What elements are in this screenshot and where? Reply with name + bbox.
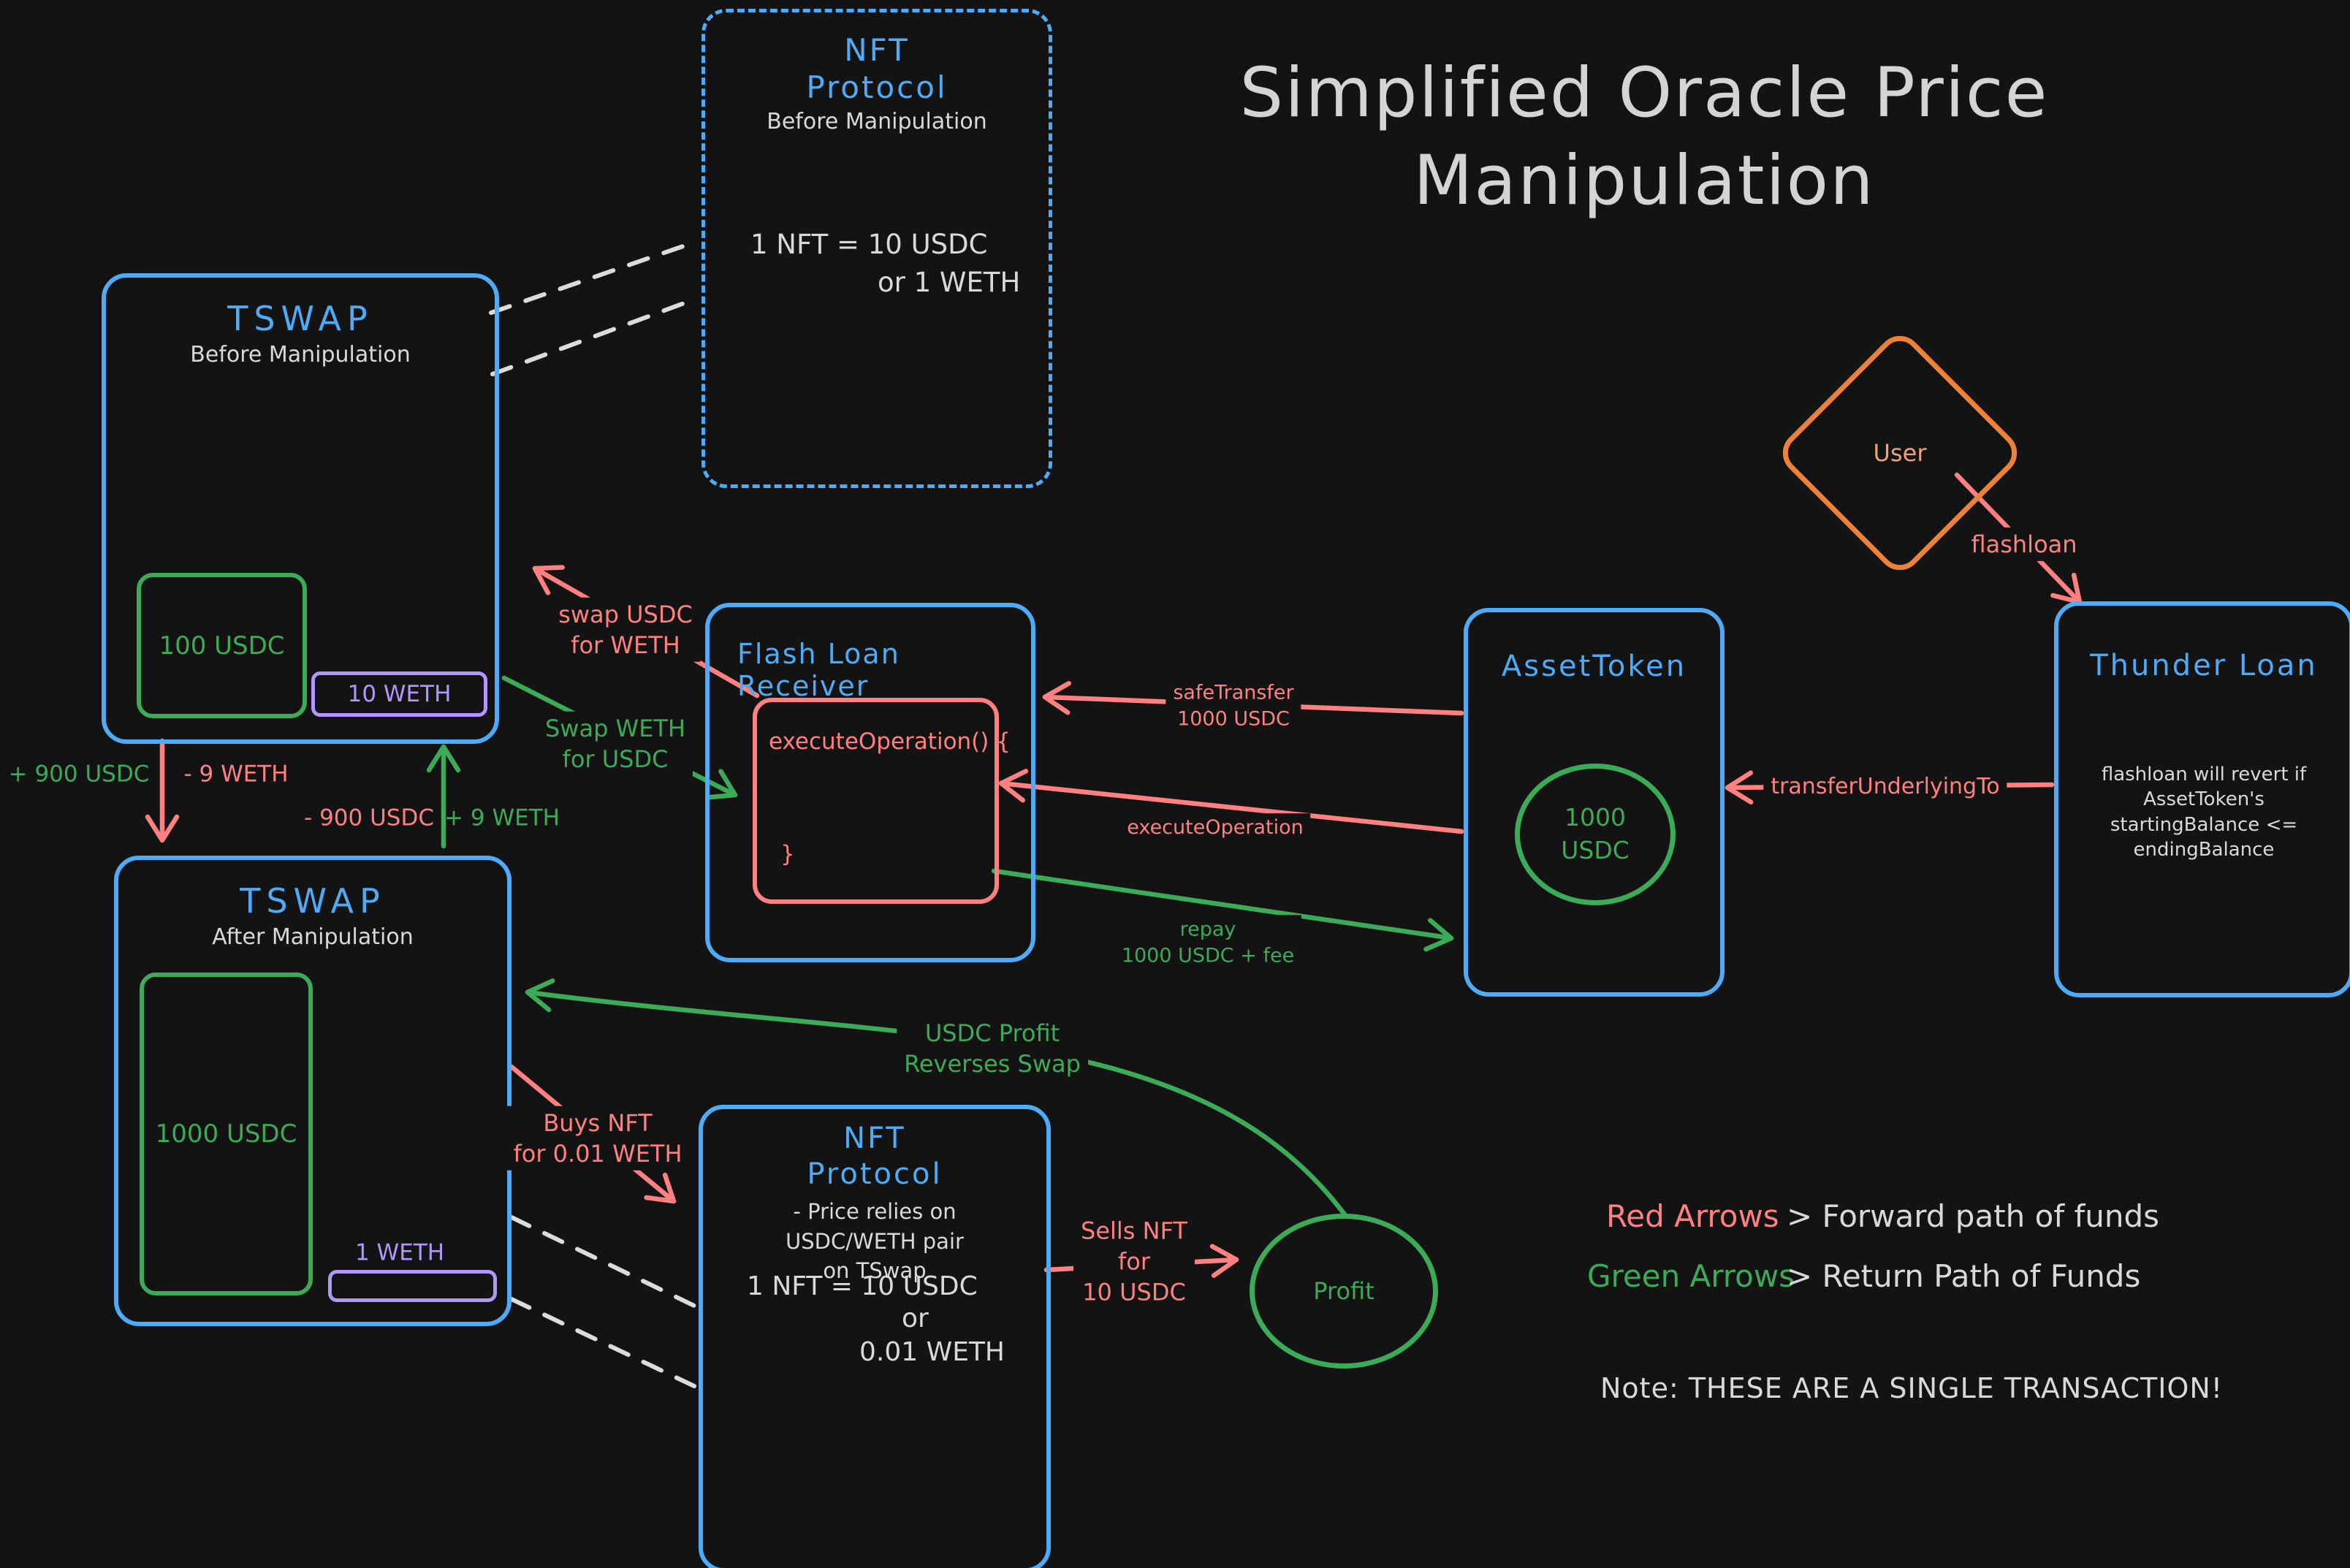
node-nft-protocol-bottom: NFT Protocol - Price relies on USDC/WETH… bbox=[699, 1105, 1051, 1568]
asset-token-title: AssetToken bbox=[1501, 650, 1687, 683]
user-label: User bbox=[1873, 439, 1927, 467]
nft-bottom-price-line1: 1 NFT = 10 USDC bbox=[747, 1271, 978, 1301]
label-swap-usdc-for-weth: swap USDC for WETH bbox=[551, 597, 700, 663]
label-flashloan: flashloan bbox=[1963, 527, 2085, 562]
thunder-loan-title: Thunder Loan bbox=[2090, 649, 2318, 682]
label-sells-nft: Sells NFT for 10 USDC bbox=[1073, 1214, 1195, 1310]
tswap-after-subtitle: After Manipulation bbox=[212, 924, 414, 950]
tswap-after-weth-reserve bbox=[328, 1270, 497, 1302]
node-asset-token: AssetToken 1000 USDC bbox=[1464, 608, 1725, 997]
asset-token-balance: 1000 USDC bbox=[1515, 764, 1676, 905]
legend-green-key: Green Arrows bbox=[1587, 1258, 1795, 1294]
nft-before-price-line2: or 1 WETH bbox=[878, 267, 1021, 298]
label-swap-weth-for-usdc: Swap WETH for USDC bbox=[537, 711, 693, 777]
dashed-link-nft-top-2 bbox=[490, 296, 700, 376]
execute-operation-code-open: executeOperation() { bbox=[769, 728, 1011, 755]
label-usdc-profit: USDC Profit Reverses Swap bbox=[897, 1016, 1088, 1081]
page-title: Simplified Oracle Price Manipulation bbox=[1239, 53, 2049, 221]
node-profit: Profit bbox=[1250, 1214, 1438, 1369]
label-minus-9-weth: - 9 WETH bbox=[183, 761, 289, 788]
tswap-after-title: TSWAP bbox=[240, 881, 386, 921]
legend-note: Note: THESE ARE A SINGLE TRANSACTION! bbox=[1600, 1372, 2224, 1404]
nft-protocol-before-title: NFT Protocol bbox=[806, 32, 948, 106]
nft-protocol-before-subtitle: Before Manipulation bbox=[767, 109, 987, 134]
label-safe-transfer: safeTransfer 1000 USDC bbox=[1166, 678, 1301, 734]
label-plus-9-weth: + 9 WETH bbox=[444, 804, 560, 831]
nft-before-price-line1: 1 NFT = 10 USDC bbox=[750, 229, 988, 260]
execute-operation-box: executeOperation() { } bbox=[753, 698, 1011, 904]
dashed-link-nft-bottom-2 bbox=[509, 1297, 698, 1389]
legend-green-desc: > Return Path of Funds bbox=[1787, 1258, 2141, 1294]
label-transfer-underlying-to: transferUnderlyingTo bbox=[1763, 771, 2007, 803]
label-execute-operation: executeOperation bbox=[1119, 813, 1311, 842]
label-plus-900-usdc: + 900 USDC bbox=[8, 761, 150, 788]
tswap-after-usdc-reserve: 1000 USDC bbox=[140, 973, 313, 1295]
nft-protocol-bottom-title: NFT Protocol bbox=[807, 1122, 943, 1191]
tswap-before-title: TSWAP bbox=[227, 299, 373, 338]
label-repay: repay 1000 USDC + fee bbox=[1114, 915, 1302, 970]
tswap-after-weth-label: 1 WETH bbox=[354, 1239, 445, 1266]
label-buys-nft: Buys NFT for 0.01 WETH bbox=[506, 1105, 690, 1171]
thunder-loan-note: flashloan will revert if AssetToken's st… bbox=[2101, 764, 2307, 861]
dashed-link-nft-top-1 bbox=[489, 239, 700, 315]
flash-loan-receiver-title: Flash Loan Receiver bbox=[737, 638, 900, 702]
node-tswap-before: TSWAP Before Manipulation 100 USDC 10 WE… bbox=[102, 273, 499, 744]
node-flash-loan-receiver: Flash Loan Receiver executeOperation() {… bbox=[705, 603, 1035, 962]
tswap-before-weth-reserve: 10 WETH bbox=[311, 671, 487, 717]
nft-bottom-price-line2: or bbox=[902, 1304, 929, 1333]
tswap-before-subtitle: Before Manipulation bbox=[190, 342, 411, 368]
execute-operation-code-close: } bbox=[780, 841, 795, 867]
node-thunder-loan: Thunder Loan flashloan will revert if As… bbox=[2054, 601, 2350, 997]
nft-protocol-bottom-desc: - Price relies on USDC/WETH pair on TSwa… bbox=[786, 1199, 964, 1284]
legend-red-desc: > Forward path of funds bbox=[1787, 1198, 2160, 1234]
nft-bottom-price-line3: 0.01 WETH bbox=[859, 1337, 1005, 1367]
label-minus-900-usdc: - 900 USDC bbox=[304, 804, 434, 831]
node-tswap-after: TSWAP After Manipulation 1000 USDC 1 WET… bbox=[114, 856, 512, 1326]
dashed-link-nft-bottom-1 bbox=[509, 1215, 698, 1309]
tswap-before-usdc-reserve: 100 USDC bbox=[137, 573, 307, 718]
legend-red-key: Red Arrows bbox=[1606, 1198, 1779, 1234]
node-nft-protocol-before: NFT Protocol Before Manipulation 1 NFT =… bbox=[701, 9, 1052, 488]
